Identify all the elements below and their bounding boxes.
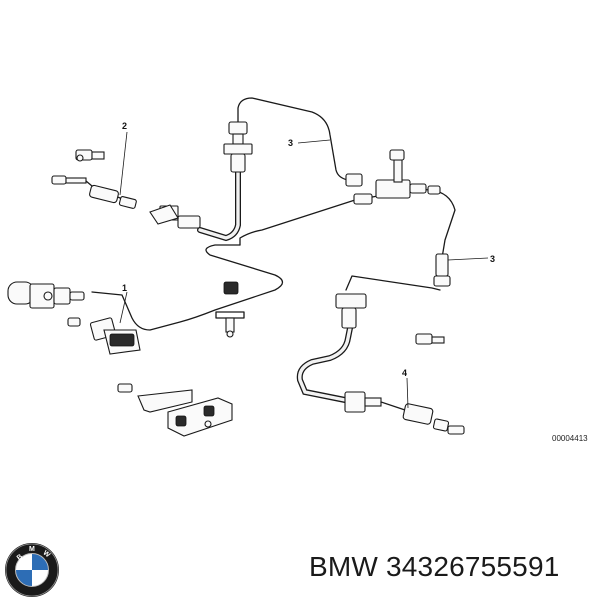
brake-pipe-main [91, 97, 456, 331]
brake-hose-lower [296, 293, 465, 435]
pipe-clip-center [215, 281, 245, 338]
diagram-reference-code: 00004413 [552, 434, 588, 443]
callout-2: 2 [122, 121, 127, 131]
brake-line-part-2 [51, 149, 137, 209]
svg-text:W: W [42, 550, 52, 560]
callout-4: 4 [402, 368, 407, 378]
brake-hose-upper [149, 121, 253, 242]
part-number-title: BMW 34326755591 [309, 551, 560, 582]
leader-lines [119, 131, 489, 409]
mounting-bracket [117, 383, 233, 437]
svg-text:M: M [29, 546, 35, 553]
callout-3-upper: 3 [288, 138, 293, 148]
svg-text:B: B [16, 553, 24, 562]
callout-1: 1 [122, 283, 127, 293]
callout-3-right: 3 [490, 254, 495, 264]
bmw-logo-icon: B M W [5, 543, 59, 597]
brake-tee-block [345, 149, 451, 287]
brake-pressure-regulator [7, 281, 141, 355]
